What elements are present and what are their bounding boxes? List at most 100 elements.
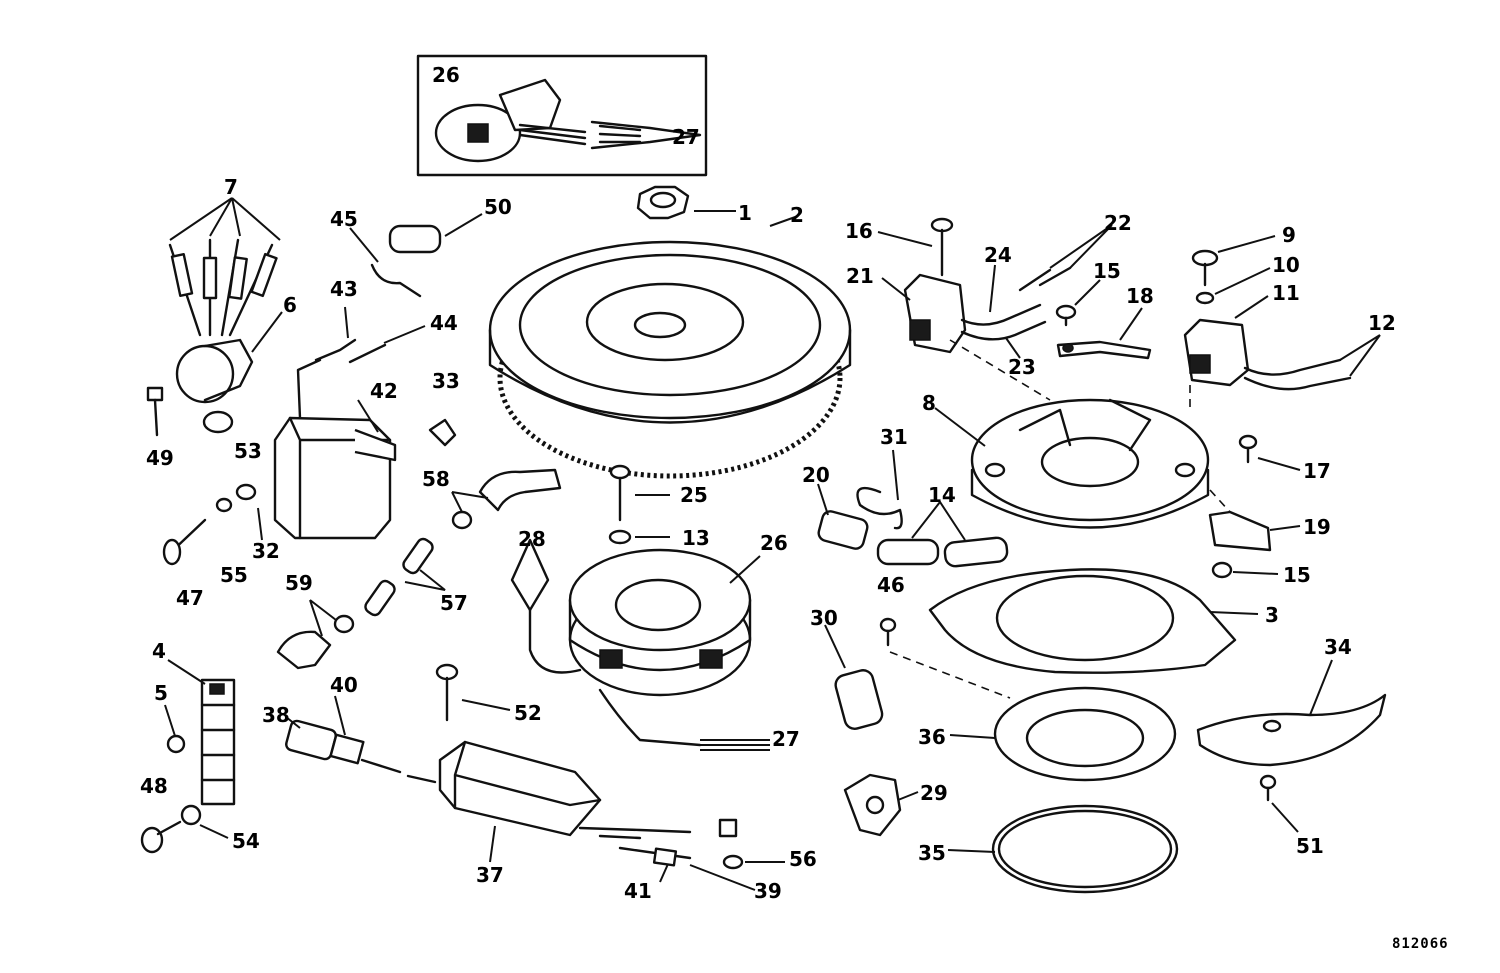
callout-8: 8 — [922, 391, 936, 415]
leader-10 — [1214, 267, 1271, 295]
callout-5: 5 — [154, 681, 168, 705]
leader-21 — [881, 277, 911, 301]
leader-15c — [1232, 571, 1279, 575]
bolt-48-head — [140, 826, 164, 854]
leader-15a — [1074, 279, 1101, 306]
wire-44 — [348, 343, 387, 364]
bolt-48-shank — [156, 820, 182, 836]
wires-22 — [1018, 266, 1072, 292]
leader-22 — [1049, 224, 1113, 269]
callout-22: 22 — [1104, 211, 1132, 235]
stator-top — [568, 548, 752, 652]
callout-30: 30 — [810, 606, 838, 630]
clip-33 — [428, 418, 457, 447]
leader-2 — [769, 215, 799, 227]
flywheel-hub — [633, 311, 687, 339]
terminal-sleeve-2 — [202, 256, 218, 300]
callout-18: 18 — [1126, 284, 1154, 308]
callout-42: 42 — [370, 379, 398, 403]
leader-17 — [1257, 457, 1301, 471]
rectifier-flange — [203, 338, 254, 402]
callout-54: 54 — [232, 829, 260, 853]
ring-36-inner — [1025, 708, 1145, 768]
bracket-19 — [1208, 510, 1272, 552]
screw-51 — [1259, 774, 1277, 790]
callout-34: 34 — [1324, 635, 1352, 659]
guide-19 — [1209, 489, 1231, 513]
figure-code: 812066 — [1392, 936, 1449, 952]
plug-connector — [388, 224, 442, 254]
flywheel-face-ring — [518, 253, 822, 397]
leader-36 — [949, 734, 996, 739]
leader-24 — [989, 264, 996, 313]
ring-35-inner — [997, 809, 1173, 889]
spring-31 — [856, 487, 903, 530]
callout-12: 12 — [1368, 311, 1396, 335]
callout-19: 19 — [1303, 515, 1331, 539]
coil-11-core — [1189, 354, 1211, 374]
inset-stator-housing — [498, 78, 562, 132]
terminal-sleeve-1 — [170, 252, 194, 298]
harness-28-wire — [528, 608, 582, 674]
callout-17: 17 — [1303, 459, 1331, 483]
callout-14: 14 — [928, 483, 956, 507]
callout-26: 26 — [760, 531, 788, 555]
screw-53 — [202, 410, 234, 434]
leader-14 — [911, 500, 966, 541]
callout-59: 59 — [285, 571, 313, 595]
inset-wire-bundle — [590, 120, 702, 150]
callout-40: 40 — [330, 673, 358, 697]
stator-coil-1 — [599, 649, 623, 669]
leader-23 — [1005, 337, 1021, 359]
harness-27-wire — [598, 688, 702, 747]
leader-29 — [897, 791, 919, 801]
power-pack-terminal — [718, 818, 738, 838]
leader-5 — [164, 704, 176, 737]
callout-25: 25 — [680, 483, 708, 507]
terminal-sleeve-3 — [228, 256, 248, 300]
callout-33: 33 — [432, 369, 460, 393]
callout-27: 27 — [772, 727, 800, 751]
sleeve-57a — [402, 537, 434, 575]
sensor-cable — [360, 758, 437, 784]
callout-43: 43 — [330, 277, 358, 301]
stator-26 — [568, 548, 752, 697]
leader-38 — [285, 716, 301, 729]
leader-32 — [257, 507, 263, 541]
guide-46 — [889, 651, 1011, 699]
wire-43 — [314, 338, 357, 362]
callout-labels: 26 27 1 2 3 4 5 6 7 8 9 10 11 12 13 14 1… — [140, 63, 1396, 903]
leader-27 — [700, 739, 770, 751]
leader-35 — [947, 849, 996, 853]
leader-43 — [344, 306, 349, 339]
armature-ribs — [1018, 398, 1152, 452]
callout-44: 44 — [430, 311, 458, 335]
callout-47: 47 — [176, 586, 204, 610]
callout-41: 41 — [624, 879, 652, 903]
leader-16 — [877, 231, 933, 247]
leader-3 — [1209, 611, 1259, 615]
leader-50 — [444, 213, 483, 237]
elbow-58 — [478, 468, 562, 512]
retainer-plate-outline — [928, 568, 1237, 674]
callout-7: 7 — [224, 175, 238, 199]
inset-frame — [416, 54, 708, 177]
flywheel-side — [488, 328, 852, 424]
elbow-59 — [276, 630, 332, 670]
callout-56: 56 — [789, 847, 817, 871]
power-pack-37 — [438, 740, 738, 840]
leader-45 — [349, 227, 379, 263]
callout-37: 37 — [476, 863, 504, 887]
sensor-38 — [285, 719, 337, 761]
leader-57 — [404, 569, 446, 591]
flywheel-rim — [488, 240, 852, 420]
strap-18 — [1056, 340, 1152, 360]
screw-15a — [1055, 304, 1077, 320]
flywheel-teeth — [497, 277, 843, 479]
callout-27-inset: 27 — [672, 125, 700, 149]
leader-51 — [1271, 802, 1299, 833]
callout-51: 51 — [1296, 834, 1324, 858]
ring-35 — [991, 804, 1179, 894]
leader-52 — [461, 699, 511, 711]
callout-50: 50 — [484, 195, 512, 219]
